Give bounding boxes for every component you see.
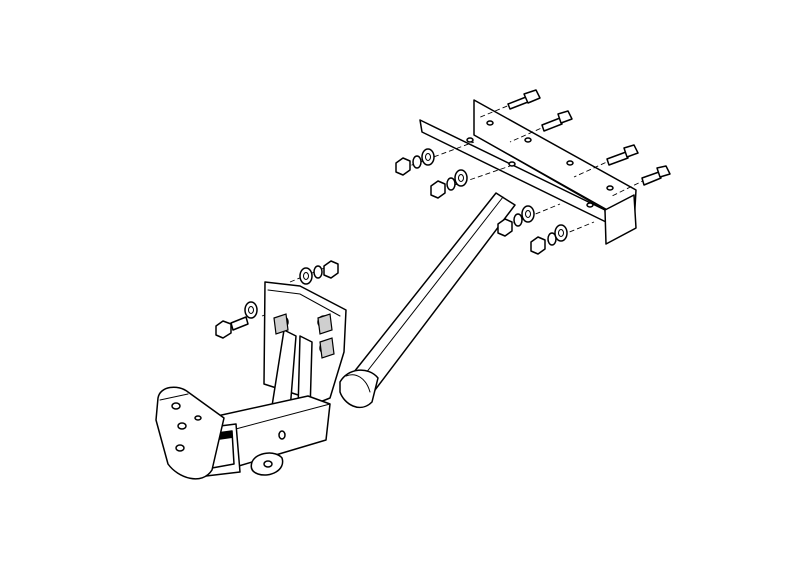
weld-collar bbox=[339, 369, 379, 409]
nut-washer-set-4 bbox=[530, 221, 595, 255]
side-bolt-washer-set bbox=[215, 301, 297, 339]
nut-washer-set-1 bbox=[395, 141, 475, 176]
crossbar-bolt-1 bbox=[477, 89, 541, 119]
nut-washer-set-3 bbox=[497, 203, 561, 237]
side-bracket bbox=[263, 281, 347, 413]
crossbar-bolt-2 bbox=[509, 110, 573, 143]
crossbar bbox=[419, 99, 637, 245]
front-face-plate bbox=[155, 386, 225, 480]
nut-washer-set-2 bbox=[430, 165, 511, 199]
drawbar-tube bbox=[339, 192, 516, 409]
receiver-assembly bbox=[203, 313, 335, 477]
side-nut-washer-set bbox=[289, 260, 339, 285]
crossbar-bolt-4 bbox=[611, 165, 671, 197]
crossbar-bolt-3 bbox=[573, 144, 639, 178]
